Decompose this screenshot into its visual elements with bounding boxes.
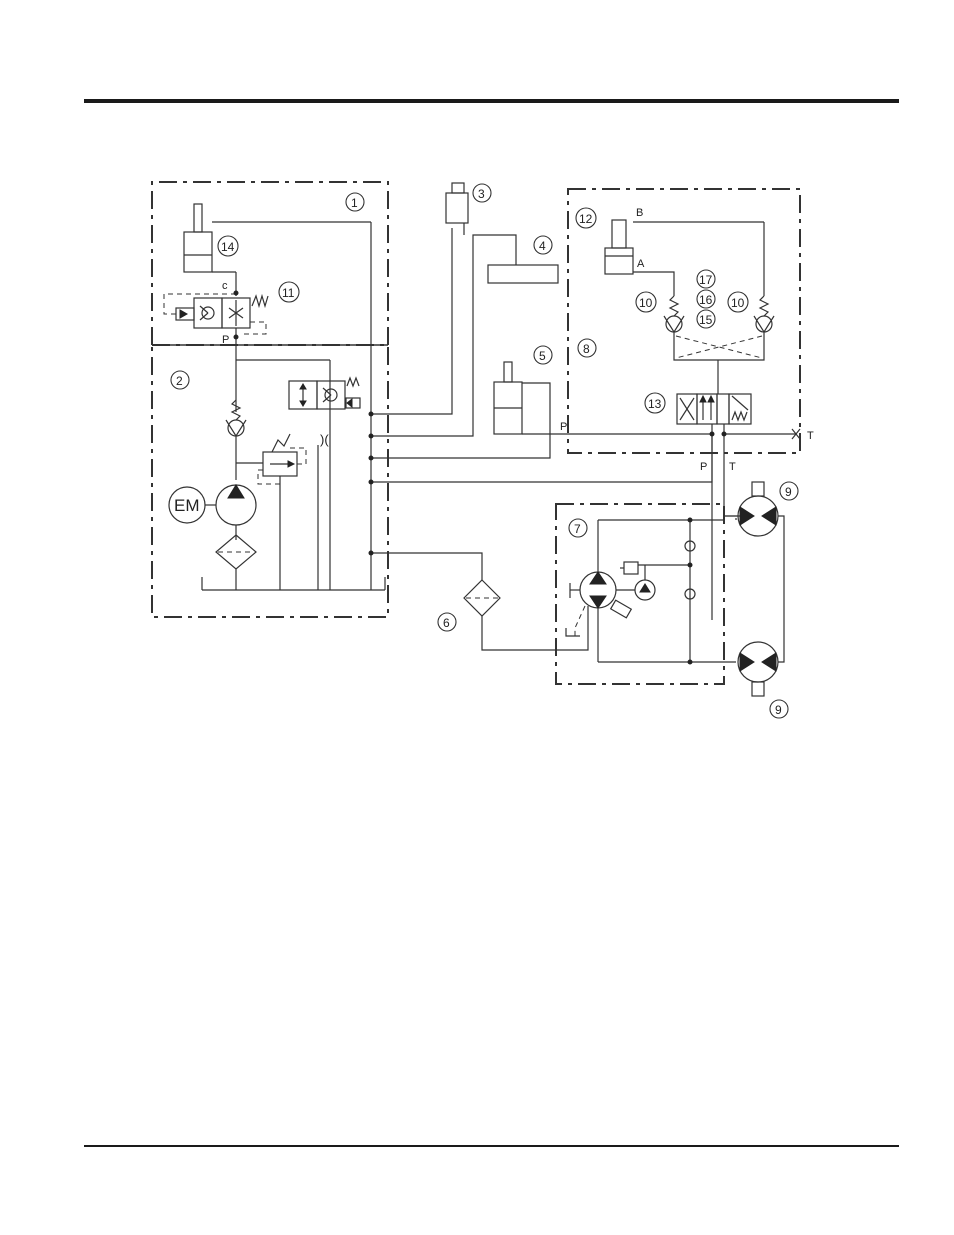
- port-label-p-cylinder: P: [560, 421, 567, 433]
- orifice-symbol: )(: [320, 432, 329, 447]
- callout-4: 4: [534, 236, 552, 254]
- enclosure-power-unit: [152, 182, 388, 617]
- motor-label: EM: [174, 496, 200, 515]
- port-label-p-bottom: P: [700, 461, 707, 473]
- port-label-t-right: T: [807, 430, 814, 442]
- svg-text:9: 9: [785, 485, 792, 499]
- reservoir-4: [488, 265, 558, 283]
- cylinder-5: [494, 362, 712, 434]
- svg-text:5: 5: [539, 349, 546, 363]
- svg-text:7: 7: [574, 522, 581, 536]
- svg-text:4: 4: [539, 239, 546, 253]
- callout-15: 15: [697, 310, 715, 328]
- drive-motor-9-top: [724, 482, 784, 662]
- drive-motor-9-bottom: [738, 642, 778, 696]
- svg-text:8: 8: [583, 342, 590, 356]
- callout-5: 5: [534, 346, 552, 364]
- callout-11: 11: [279, 282, 299, 302]
- svg-text:12: 12: [579, 212, 593, 226]
- svg-text:10: 10: [731, 296, 745, 310]
- svg-text:6: 6: [443, 616, 450, 630]
- svg-text:2: 2: [176, 374, 183, 388]
- pump-circuit: EM: [169, 400, 385, 590]
- lowering-valve-11: [164, 291, 268, 412]
- callout-13: 13: [645, 393, 665, 413]
- callout-17: 17: [697, 270, 715, 288]
- svg-text:16: 16: [699, 293, 713, 307]
- callout-3: 3: [473, 184, 491, 202]
- svg-text:17: 17: [699, 273, 713, 287]
- port-label-c: c: [222, 280, 228, 292]
- port-label-p-valve: P: [222, 334, 229, 346]
- steering-cylinder-12: [605, 220, 764, 296]
- callout-8: 8: [578, 339, 596, 357]
- pressure-switch-3: [446, 183, 468, 235]
- svg-text:10: 10: [639, 296, 653, 310]
- svg-text:15: 15: [699, 313, 713, 327]
- callout-10-right: 10: [728, 292, 748, 312]
- solenoid-valve-13: [677, 394, 800, 620]
- callout-6: 6: [438, 613, 456, 631]
- port-label-b: B: [636, 207, 643, 219]
- check-valves-10: [664, 296, 774, 394]
- callout-14: 14: [218, 236, 238, 256]
- callout-10-left: 10: [636, 292, 656, 312]
- callout-7: 7: [569, 519, 587, 537]
- callout-16: 16: [697, 290, 715, 308]
- svg-text:11: 11: [282, 286, 295, 300]
- svg-text:13: 13: [648, 397, 662, 411]
- drive-pump-7: [566, 516, 740, 664]
- svg-text:1: 1: [351, 196, 358, 210]
- callout-9-bottom: 9: [770, 700, 788, 718]
- port-label-t-bottom: T: [729, 461, 736, 473]
- directional-valve: )(: [236, 360, 360, 590]
- port-label-a: A: [637, 258, 645, 270]
- svg-text:3: 3: [478, 187, 485, 201]
- callout-12: 12: [576, 208, 596, 228]
- svg-text:9: 9: [775, 703, 782, 717]
- svg-text:14: 14: [221, 240, 235, 254]
- callout-9-top: 9: [780, 482, 798, 500]
- lift-cylinder-14: [184, 204, 371, 590]
- callout-1: 1: [346, 193, 364, 211]
- callout-2: 2: [171, 371, 189, 389]
